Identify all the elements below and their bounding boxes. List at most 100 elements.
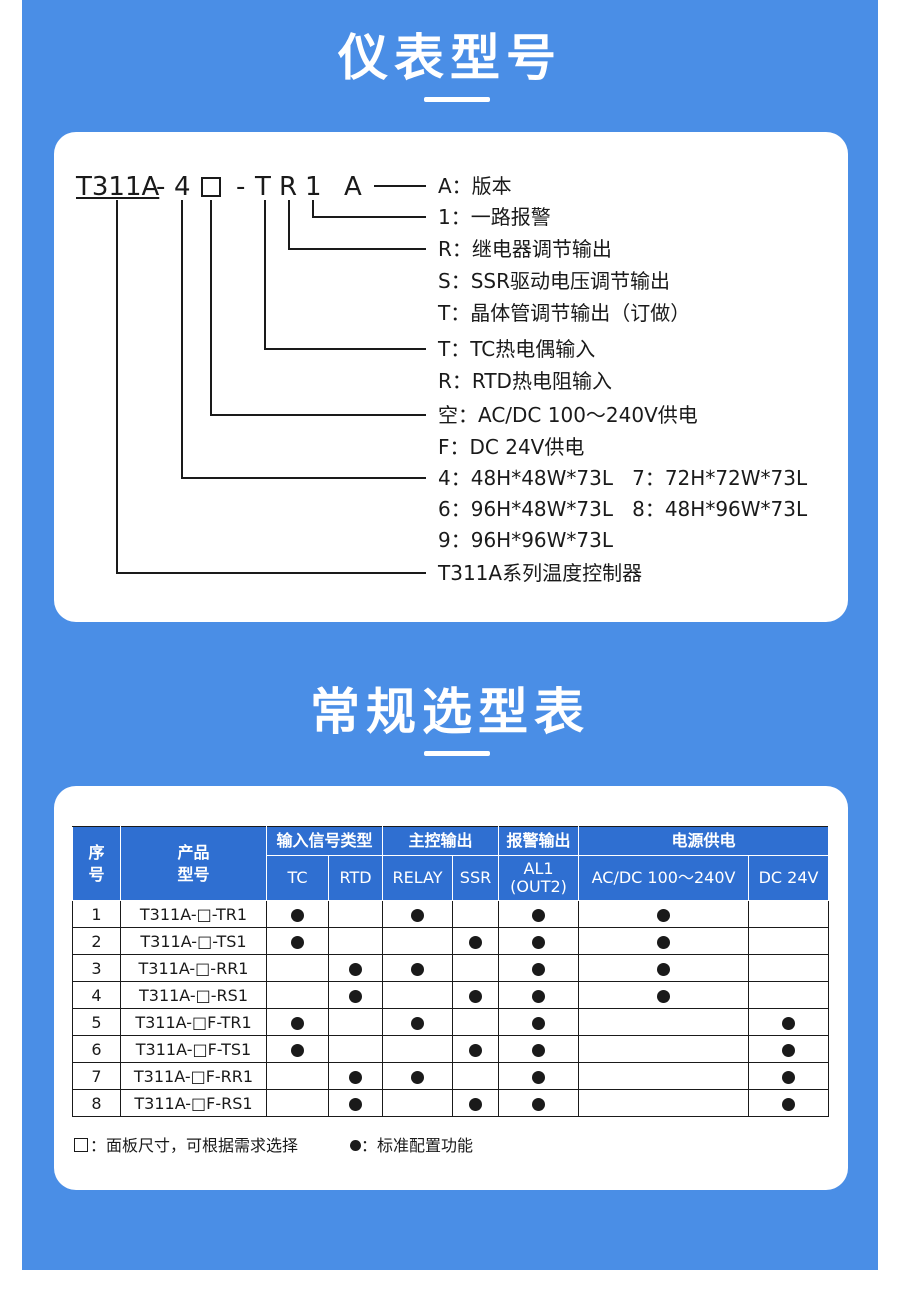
cell-rtd <box>327 954 384 982</box>
cell-dc24 <box>748 1035 830 1063</box>
cell-al1 <box>498 954 580 982</box>
header-product: 产品型号 <box>120 826 267 901</box>
feature-dot-icon <box>532 1070 546 1084</box>
feature-dot-icon <box>291 908 304 922</box>
feature-dot-icon <box>782 1070 796 1084</box>
cell-al1 <box>498 1089 580 1117</box>
cell-al1 <box>498 1062 580 1090</box>
header-dc24: DC 24V <box>748 855 830 901</box>
dot-icon <box>350 1140 361 1151</box>
cell-dc24 <box>748 927 830 955</box>
cell-rtd <box>327 981 384 1009</box>
connector-output <box>288 248 426 250</box>
feature-dot-icon <box>532 989 546 1003</box>
desc-version: A：版本 <box>438 174 512 198</box>
cell-tc <box>266 954 329 982</box>
cell-tc <box>266 1008 329 1036</box>
header-tc: TC <box>266 855 329 901</box>
header-power: 电源供电 <box>578 826 830 856</box>
row-model: T311A-□-TS1 <box>120 927 267 955</box>
section-title-model: 仪表型号 <box>338 29 562 87</box>
row-number: 6 <box>72 1035 121 1063</box>
header-al1: AL1 (OUT2) <box>498 855 580 901</box>
row-number: 2 <box>72 927 121 955</box>
feature-dot-icon <box>532 962 546 976</box>
connector-size <box>181 200 183 478</box>
connector-series <box>116 200 118 573</box>
connector-input <box>264 348 426 350</box>
desc-size-9: 9：96H*96W*73L <box>438 528 614 552</box>
feature-dot-icon <box>657 908 671 922</box>
connector-version <box>374 185 426 187</box>
header-input-type: 输入信号类型 <box>265 826 384 856</box>
feature-dot-icon <box>291 1043 304 1057</box>
feature-dot-icon <box>532 1043 546 1057</box>
cell-rtd <box>327 1062 384 1090</box>
row-model: T311A-□F-RR1 <box>120 1062 267 1090</box>
cell-acdc <box>578 1035 750 1063</box>
cell-al1 <box>498 1008 580 1036</box>
cell-al1 <box>498 1035 580 1063</box>
cell-al1 <box>498 981 580 1009</box>
code-alarm: 1 <box>305 172 322 202</box>
cell-relay <box>382 1008 454 1036</box>
cell-tc <box>266 927 329 955</box>
cell-acdc <box>578 927 750 955</box>
feature-dot-icon <box>469 1097 483 1111</box>
code-size-digit: 4 <box>174 172 191 202</box>
desc-series: T311A系列温度控制器 <box>438 561 643 585</box>
feature-dot-icon <box>469 935 483 949</box>
cell-ssr <box>452 900 500 928</box>
cell-rtd <box>327 927 384 955</box>
header-seq: 序号 <box>72 826 121 901</box>
cell-dc24 <box>748 981 830 1009</box>
cell-tc <box>266 900 329 928</box>
desc-output-transistor: T：晶体管调节输出（订做） <box>438 301 691 325</box>
cell-relay <box>382 1062 454 1090</box>
cell-ssr <box>452 1008 500 1036</box>
cell-acdc <box>578 954 750 982</box>
selection-table: 序号 产品型号 输入信号类型 主控输出 报警输出 电源供电 TC RTD REL… <box>72 826 830 1117</box>
row-number: 1 <box>72 900 121 928</box>
feature-dot-icon <box>657 962 671 976</box>
cell-tc <box>266 1062 329 1090</box>
row-model: T311A-□F-TS1 <box>120 1035 267 1063</box>
cell-tc <box>266 981 329 1009</box>
title-underline <box>424 751 490 756</box>
cell-dc24 <box>748 1008 830 1036</box>
header-main-output: 主控输出 <box>382 826 500 856</box>
desc-input-tc: T：TC热电偶输入 <box>438 337 596 361</box>
header-al1-label: AL1 <box>523 859 554 878</box>
row-model: T311A-□-TR1 <box>120 900 267 928</box>
row-number: 4 <box>72 981 121 1009</box>
cell-ssr <box>452 927 500 955</box>
cell-acdc <box>578 1008 750 1036</box>
cell-ssr <box>452 1062 500 1090</box>
cell-relay <box>382 981 454 1009</box>
feature-dot-icon <box>532 1097 546 1111</box>
connector-input <box>264 200 266 349</box>
connector-output <box>288 200 290 249</box>
cell-acdc <box>578 981 750 1009</box>
feature-dot-icon <box>349 1070 362 1084</box>
feature-dot-icon <box>411 962 425 976</box>
feature-dot-icon <box>782 1097 796 1111</box>
title-underline <box>424 97 490 102</box>
feature-dot-icon <box>657 989 671 1003</box>
feature-dot-icon <box>532 908 546 922</box>
cell-ssr <box>452 1089 500 1117</box>
cell-relay <box>382 900 454 928</box>
feature-dot-icon <box>532 1016 546 1030</box>
legend-dot: ：标准配置功能 <box>350 1132 473 1156</box>
desc-output-ssr: S：SSR驱动电压调节输出 <box>438 269 670 293</box>
cell-dc24 <box>748 1089 830 1117</box>
code-base: T311A <box>76 172 160 202</box>
code-dash: - <box>156 172 166 202</box>
square-icon <box>74 1138 88 1152</box>
